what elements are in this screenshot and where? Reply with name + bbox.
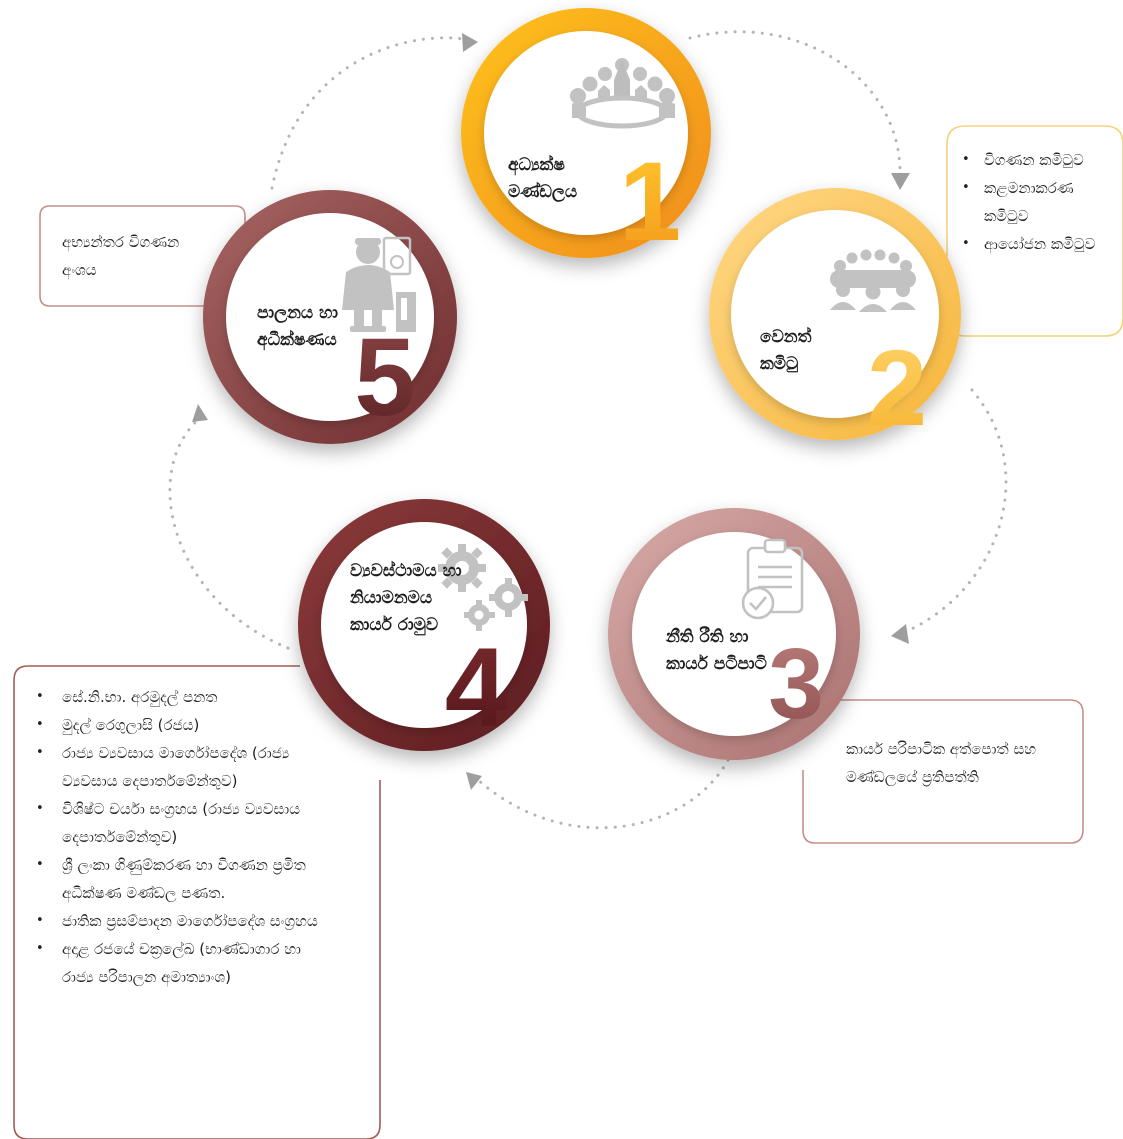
stage-2-number: 2 xyxy=(867,327,927,448)
stage-5-label: පාලනය හා අධීක්ෂණය xyxy=(257,303,338,350)
gears-icon xyxy=(438,544,528,631)
list-item: විශිෂ්ට චර්යා සංග්‍රහය (රාජ්‍ය ව්‍යවසාය … xyxy=(32,795,332,851)
committees-box-border xyxy=(946,125,1123,337)
stage-4-number: 4 xyxy=(445,625,507,750)
boardroom-meeting-icon xyxy=(570,58,675,129)
stage-3-circle: 3 xyxy=(608,508,860,760)
supervisor-icon xyxy=(342,236,416,332)
team-group-icon xyxy=(830,249,916,312)
connector-3-to-4 xyxy=(476,758,730,830)
committees-list: විගණන කමිටුව කළමනාකරණ කමිටුව ආයෝජන කමිටු… xyxy=(960,146,1120,258)
list-item: ජාතික ප්‍රසම්පාදන මාර්ගෝපදේශ සංග්‍රහය xyxy=(32,907,332,935)
arrowhead-to-2 xyxy=(891,173,910,190)
list-item: ආයෝජන කමිටුව xyxy=(960,230,1120,258)
internal-audit-box-border xyxy=(39,205,246,307)
stage-2-circle: 2 xyxy=(709,188,961,448)
stage-3-number: 3 xyxy=(768,628,824,740)
arrowhead-to-3 xyxy=(891,624,909,644)
stage-4-label: ව්‍යවස්ථාමය හා නියාමනමය කාර්ය රාමුව xyxy=(350,561,462,635)
checklist-clipboard-icon xyxy=(741,538,804,620)
stage-4-circle: 4 xyxy=(298,499,550,751)
procedures-text: කාර්ය පරිපාටික අත්පොත් සහ මණ්ඩලයේ ප්‍රති… xyxy=(846,740,1037,786)
internal-audit-text: අභ්‍යන්තර විගණන අංශය xyxy=(62,233,180,279)
stage-1-circle: 1 xyxy=(461,8,711,264)
list-item: මුදල් රෙගුලාසි (රජය) xyxy=(32,711,332,739)
connector-5-to-1 xyxy=(270,36,472,190)
list-item: ශ්‍රී ලංකා ගිණුම්කරණ හා විගණන ප්‍රමිත අධ… xyxy=(32,851,332,907)
arrowhead-to-4 xyxy=(466,772,482,790)
procedures-box-border xyxy=(802,699,1084,844)
framework-box-border xyxy=(13,665,381,1139)
list-item: අදාළ රජයේ චක්‍රලේඛ (භාණ්ඩාගාර හා රාජ්‍ය … xyxy=(32,935,332,991)
cycle-connectors xyxy=(168,30,1008,830)
connector-4-to-5 xyxy=(168,416,290,650)
framework-box: සේ.නි.භා. අරමුදල් පනත මුදල් රෙගුලාසි (රජ… xyxy=(32,683,332,991)
procedures-box: කාර්ය පරිපාටික අත්පොත් සහ මණ්ඩලයේ ප්‍රති… xyxy=(846,735,1046,791)
internal-audit-box: අභ්‍යන්තර විගණන අංශය xyxy=(62,228,202,284)
committees-box: විගණන කමිටුව කළමනාකරණ කමිටුව ආයෝජන කමිටු… xyxy=(960,146,1120,258)
list-item: කළමනාකරණ කමිටුව xyxy=(960,174,1120,230)
framework-list: සේ.නි.භා. අරමුදල් පනත මුදල් රෙගුලාසි (රජ… xyxy=(32,683,332,991)
stage-1-label: අධ්‍යක්ෂ මණ්ඩලය xyxy=(508,155,578,202)
connector-1-to-2 xyxy=(688,30,902,174)
list-item: සේ.නි.භා. අරමුදල් පනත xyxy=(32,683,332,711)
stage-5-circle: 5 xyxy=(203,190,457,444)
connector-arrowheads xyxy=(192,33,910,790)
stage-5-number: 5 xyxy=(354,316,415,439)
arrowhead-to-1 xyxy=(462,33,478,52)
stage-2-label: වෙනත් කමිටු xyxy=(760,327,812,374)
stage-1-number: 1 xyxy=(619,139,681,264)
list-item: විගණන කමිටුව xyxy=(960,146,1120,174)
stage-3-label: නීති රීති හා කාර්ය පටිපාටි xyxy=(666,627,767,674)
arrowhead-to-5 xyxy=(192,404,208,422)
list-item: රාජ්‍ය ව්‍යවසාය මාර්ගෝපදේශ (රාජ්‍ය ව්‍යව… xyxy=(32,739,332,795)
